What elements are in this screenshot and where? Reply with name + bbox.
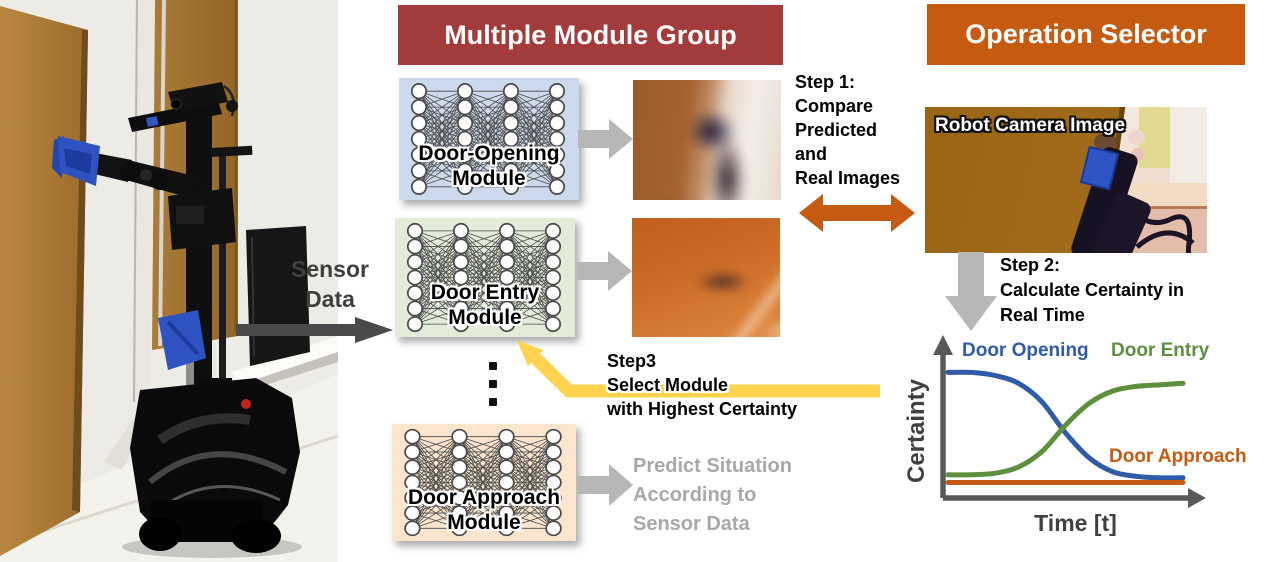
module-output-arrow	[578, 119, 633, 159]
neural-network-icon	[404, 428, 562, 537]
compare-double-arrow	[799, 194, 915, 232]
certainty-down-arrow	[945, 252, 997, 331]
sensor-data-label: Sensor Data	[265, 254, 395, 314]
predict-situation-text: Predict Situation According to Sensor Da…	[633, 455, 792, 535]
neural-network-icon	[410, 83, 566, 195]
predicted-image-door-opening	[633, 80, 781, 200]
module-group-title: Multiple Module Group	[444, 20, 737, 50]
robot-camera-image: Robot Camera Image	[925, 107, 1207, 253]
module-output-arrow	[577, 251, 632, 291]
legend-door-approach: Door Approach	[1109, 446, 1247, 467]
ellipsis-dots	[489, 362, 497, 416]
robot-photo	[0, 0, 338, 562]
sensor-data-line: Data	[305, 286, 355, 312]
operation-selector-title: Operation Selector	[965, 19, 1207, 49]
chart-x-axis-label: Time [t]	[1034, 510, 1117, 536]
sensor-data-line: Sensor	[291, 256, 369, 282]
camera-image-label: Robot Camera Image	[935, 115, 1126, 136]
module-label: Door Entry Module	[430, 280, 540, 329]
module-output-arrow	[578, 464, 633, 506]
legend-door-entry: Door Entry	[1111, 340, 1210, 361]
operation-selector-header: Operation Selector	[927, 4, 1245, 65]
sensor-data-arrow	[236, 317, 393, 343]
door-approach-module-box: Door Approach Module	[392, 424, 576, 541]
module-label: Door-Opening Module	[418, 142, 560, 191]
camera-cables	[1123, 201, 1195, 253]
module-group-header: Multiple Module Group	[398, 5, 783, 65]
step2-text: Step 2: Calculate Certainty in Real Time	[1000, 255, 1185, 325]
chart-y-axis-label: Certainty	[903, 378, 930, 484]
certainty-chart	[933, 335, 1206, 508]
step3-text: Step3 Select Module with Highest Certain…	[607, 351, 798, 419]
neural-network-icon	[406, 222, 562, 333]
door-entry-module-box: Door Entry Module	[395, 218, 575, 337]
legend-door-opening: Door Opening	[962, 340, 1089, 361]
step1-text: Step 1: Compare Predicted and Real Image…	[795, 72, 901, 188]
door-opening-module-box: Door-Opening Module	[399, 78, 579, 200]
select-module-arrow	[517, 340, 880, 398]
module-label: Door Approach Module	[407, 485, 561, 534]
predicted-image-door-entry	[632, 218, 780, 337]
